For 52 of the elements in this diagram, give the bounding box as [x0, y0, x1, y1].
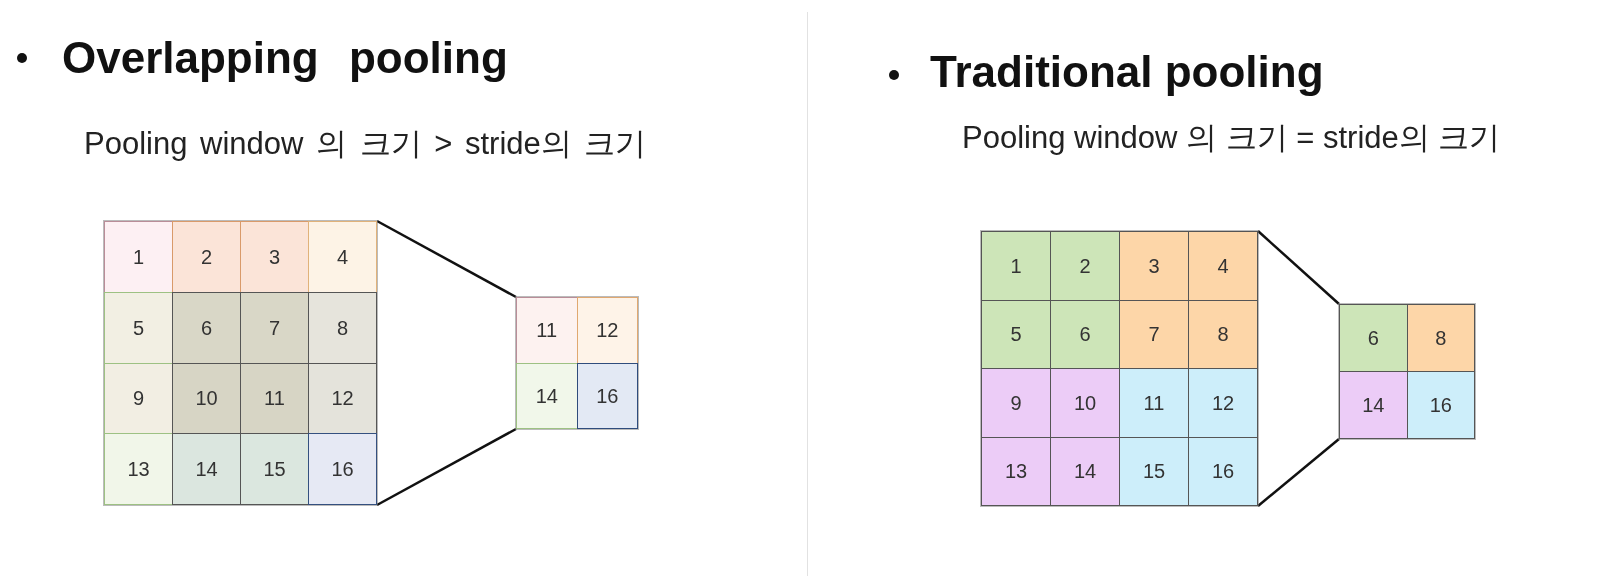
connector-line	[376, 427, 517, 507]
pooling-grid	[981, 231, 1258, 506]
matrix-cell: 8	[1188, 299, 1258, 369]
matrix-cell: 1	[981, 231, 1051, 301]
matrix-cell: 14	[516, 362, 578, 429]
matrix-cell: 6	[1050, 299, 1120, 369]
matrix-cell: 15	[240, 433, 309, 505]
matrix-cell: 16	[308, 433, 377, 505]
matrix-cell: 6	[172, 291, 241, 364]
matrix-cell: 12	[1188, 368, 1258, 438]
connector-line	[1257, 438, 1340, 507]
matrix-cell: 14	[1050, 436, 1120, 506]
matrix-cell: 6	[1339, 304, 1408, 372]
heading: Overlapping pooling	[62, 36, 508, 80]
connector-line	[376, 219, 517, 299]
matrix-cell: 7	[240, 291, 309, 364]
matrix-cell: 3	[240, 221, 309, 293]
pooling-grid	[1339, 304, 1475, 439]
subtitle: Pooling window 의 크기 > stride의 크기	[84, 128, 647, 159]
matrix-cell: 3	[1119, 231, 1189, 301]
matrix-cell: 11	[516, 297, 578, 364]
matrix-cell: 16	[1188, 436, 1258, 506]
matrix-cell: 12	[308, 362, 377, 435]
matrix-cell: 15	[1119, 436, 1189, 506]
matrix-cell: 16	[576, 362, 638, 429]
matrix-cell: 9	[981, 368, 1051, 438]
matrix-cell: 10	[172, 362, 241, 435]
pooling-grid	[104, 221, 377, 505]
matrix-cell: 7	[1119, 299, 1189, 369]
matrix-cell: 5	[981, 299, 1051, 369]
matrix-cell: 11	[240, 362, 309, 435]
matrix-cell: 10	[1050, 368, 1120, 438]
matrix-cell: 4	[308, 221, 377, 293]
matrix-cell: 13	[981, 436, 1051, 506]
matrix-cell: 12	[576, 297, 638, 364]
matrix-cell: 8	[1406, 304, 1475, 372]
matrix-cell: 14	[1339, 371, 1408, 439]
matrix-cell: 13	[104, 433, 173, 505]
matrix-cell: 14	[172, 433, 241, 505]
matrix-cell: 2	[1050, 231, 1120, 301]
matrix-cell: 8	[308, 291, 377, 364]
matrix-cell: 5	[104, 291, 173, 364]
matrix-cell: 4	[1188, 231, 1258, 301]
matrix-cell: 11	[1119, 368, 1189, 438]
matrix-cell: 9	[104, 362, 173, 435]
matrix-cell: 2	[172, 221, 241, 293]
heading: Traditional pooling	[930, 50, 1324, 94]
pooling-grid	[516, 297, 638, 429]
subtitle: Pooling window 의 크기 = stride의 크기	[962, 122, 1501, 153]
matrix-cell: 1	[104, 221, 173, 293]
connector-line	[1257, 230, 1340, 305]
matrix-cell: 16	[1406, 371, 1475, 439]
